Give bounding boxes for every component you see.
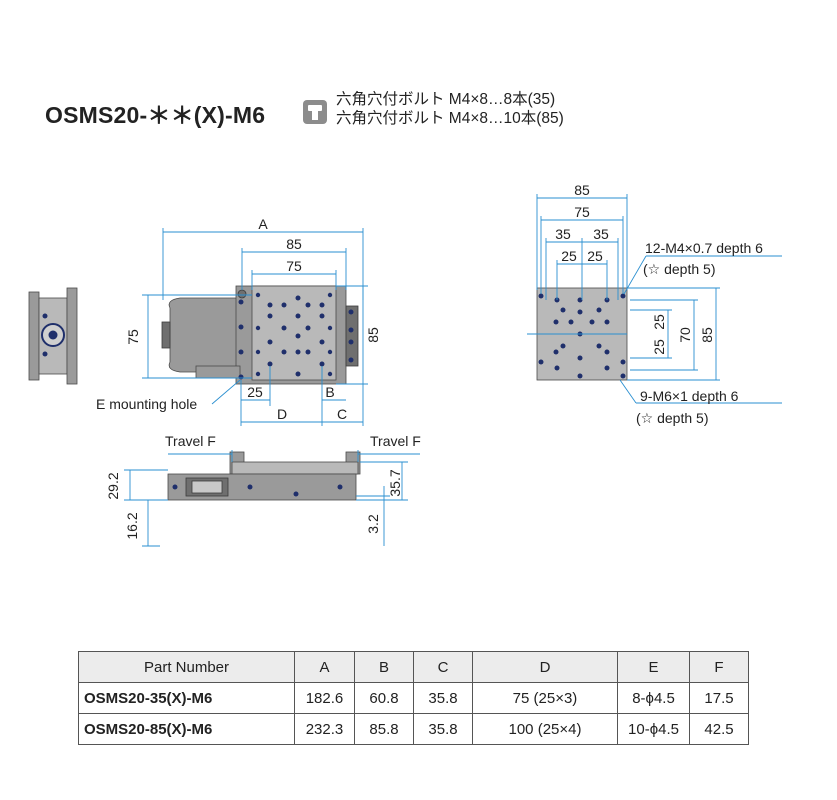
table-dim-35-left-label: 35 (555, 226, 571, 242)
motor-bracket (195, 365, 241, 379)
cell-a: 232.3 (294, 713, 355, 745)
end-view-flange (66, 287, 78, 385)
dim-29-2-label: 29.2 (105, 472, 121, 499)
table-dim-v25-top-label: 25 (651, 314, 667, 330)
dim-75-label: 75 (286, 258, 302, 274)
bolt-line-35: 六角穴付ボルト M4×8…8本(35) (336, 91, 556, 108)
table-dim-35-right-label: 35 (593, 226, 609, 242)
dim-25-label: 25 (247, 384, 263, 400)
table-dim-v85-label: 85 (699, 327, 715, 343)
table-dim-25-right-label: 25 (587, 248, 603, 264)
top-view: A 85 75 75 85 25 B D C E mounting hole (96, 216, 381, 426)
hex-socket-bolt-icon (303, 100, 327, 124)
travel-right-label: Travel F (370, 433, 421, 449)
travel-left-label: Travel F (165, 433, 216, 449)
cell-b: 60.8 (354, 682, 414, 714)
header-d: D (472, 651, 618, 683)
model-title: OSMS20-＊＊(X)-M6 (45, 102, 266, 128)
end-view (28, 287, 78, 385)
table-view-dimensions (527, 194, 782, 404)
dim-16-2-label: 16.2 (124, 512, 140, 539)
e-mounting-holes (238, 299, 354, 380)
side-view-dimensions (124, 450, 420, 547)
header-b: B (354, 651, 414, 683)
table-row: OSMS20-85(X)-M6 232.3 85.8 35.8 100 (25×… (78, 713, 749, 745)
header-part-number: Part Number (78, 651, 295, 683)
table-dim-v25-bottom-label: 25 (651, 339, 667, 355)
dim-d-label: D (277, 406, 287, 422)
cell-part-number: OSMS20-35(X)-M6 (78, 682, 295, 714)
bolt-description: 六角穴付ボルト M4×8…8本(35) 六角穴付ボルト M4×8…10本(85) (336, 90, 564, 128)
cell-c: 35.8 (413, 682, 473, 714)
cell-c: 35.8 (413, 713, 473, 745)
dim-35-7-label: 35.7 (387, 469, 403, 496)
table-row: OSMS20-35(X)-M6 182.6 60.8 35.8 75 (25×3… (78, 682, 749, 714)
bolt-line-85: 六角穴付ボルト M4×8…10本(85) (336, 110, 564, 127)
header-c: C (413, 651, 473, 683)
tap-m6-label: 9-M6×1 depth 6 (640, 388, 739, 404)
dim-c-label: C (337, 406, 347, 422)
header-f: F (689, 651, 749, 683)
cell-e: 10-ϕ4.5 (617, 713, 690, 745)
dim-85-label: 85 (286, 236, 302, 252)
side-view: Travel F Travel F 29.2 16.2 35.7 3.2 (105, 433, 421, 547)
table-tapped-holes (255, 292, 333, 377)
tap-m4-star-label: (☆ depth 5) (643, 261, 715, 277)
header-e: E (617, 651, 690, 683)
side-table-top (231, 461, 359, 475)
table-dim-v70-label: 70 (677, 327, 693, 343)
header-a: A (294, 651, 355, 683)
cell-part-number: OSMS20-85(X)-M6 (78, 713, 295, 745)
tap-m6-star-label: (☆ depth 5) (636, 410, 708, 426)
dim-85-vertical-label: 85 (365, 327, 381, 343)
table-dim-75-label: 75 (574, 204, 590, 220)
end-view-motor-cap (28, 291, 40, 381)
stage-end-block (345, 305, 359, 367)
cell-a: 182.6 (294, 682, 355, 714)
dim-b-label: B (325, 384, 334, 400)
cell-d: 75 (25×3) (472, 682, 618, 714)
dim-a-label: A (258, 216, 268, 232)
e-mounting-hole-label: E mounting hole (96, 396, 197, 412)
technical-drawing: A 85 75 75 85 25 B D C E mounting hole T… (28, 182, 782, 547)
table-plate-holes (538, 293, 626, 379)
dim-3-2-label: 3.2 (365, 514, 381, 534)
dim-75-vertical-label: 75 (125, 329, 141, 345)
table-dim-25-left-label: 25 (561, 248, 577, 264)
spec-table: Part Number A B C D E F OSMS20-35(X)-M6 … (78, 651, 749, 745)
tap-m4-label: 12-M4×0.7 depth 6 (645, 240, 763, 256)
cell-f: 17.5 (689, 682, 749, 714)
cell-d: 100 (25×4) (472, 713, 618, 745)
cell-f: 42.5 (689, 713, 749, 745)
cell-e: 8-ϕ4.5 (617, 682, 690, 714)
motor-connector (161, 321, 171, 349)
table-top-view: 85 75 35 35 25 25 25 25 70 85 12-M4×0.7 … (527, 182, 782, 426)
top-view-dimensions (142, 228, 368, 426)
cell-b: 85.8 (354, 713, 414, 745)
table-dim-85-label: 85 (574, 182, 590, 198)
spec-table-header-row: Part Number A B C D E F (78, 651, 749, 683)
end-view-shaft-center (48, 330, 58, 340)
